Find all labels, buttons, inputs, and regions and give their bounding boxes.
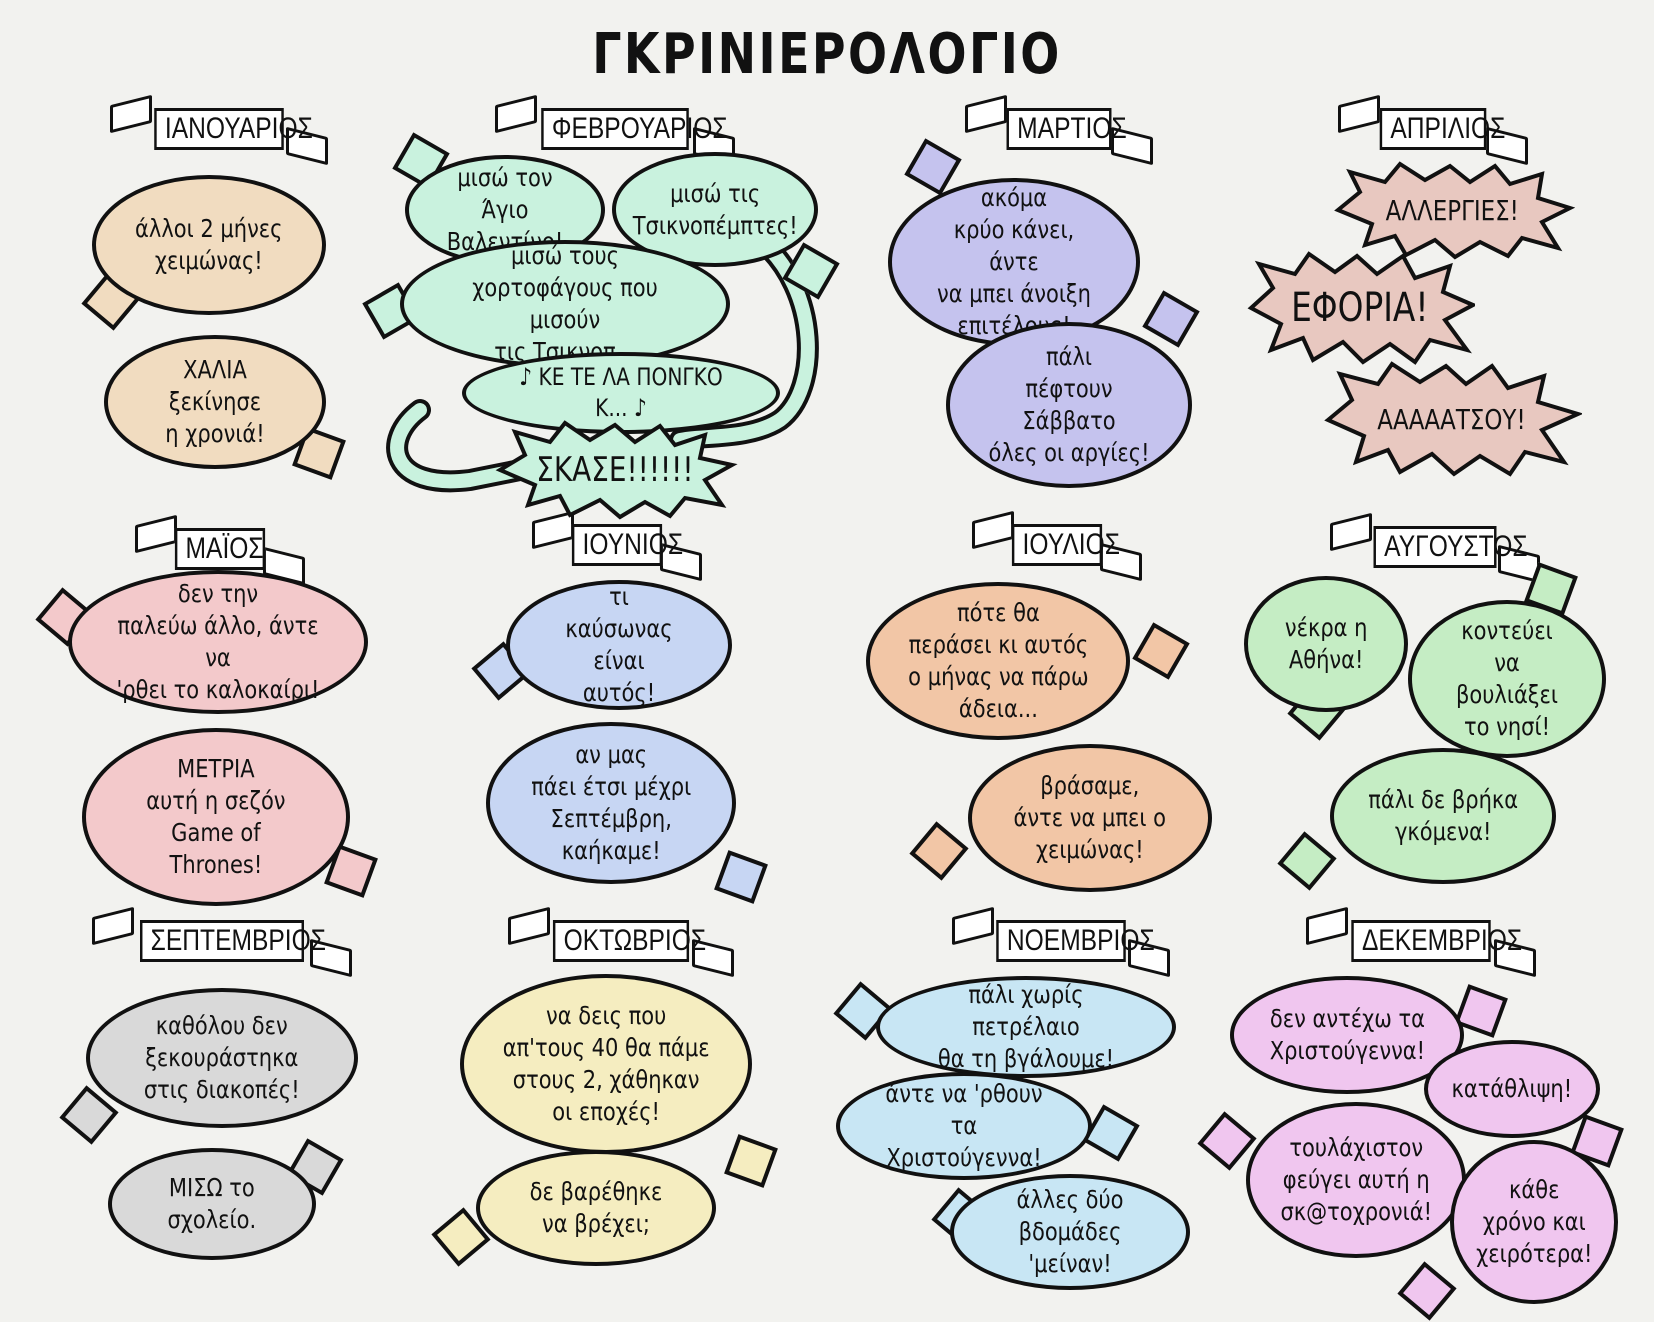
speech-tail [1197, 1111, 1257, 1171]
bubble-text: ΧΑΛΙΑ ξεκίνησε η χρονιά! [165, 355, 265, 448]
month-label: ΦΕΒΡΟΥΑΡΙΟΣ [541, 108, 728, 150]
speech-bubble: τι καύσωνας είναι αυτός! [506, 580, 732, 710]
speech-bubble: δεν την παλεύω άλλο, άντε να 'ρθει το κα… [68, 570, 368, 714]
bubble-text: μισώ τις Τσικνοπέμπτες! [632, 178, 798, 240]
speech-tail [1397, 1261, 1457, 1321]
bubble-text: ακόμα κρύο κάνει, άντε να μπει άνοιξη επ… [937, 183, 1091, 340]
month-banner-october: ΟΚΤΩΒΡΙΟΣ [508, 906, 734, 978]
speech-bubble: μισώ τους χορτοφάγους που μισούν τις Τσι… [400, 240, 730, 368]
bubble-text: άντε να 'ρθουν τα Χριστούγεννα! [885, 1079, 1043, 1172]
month-label: ΑΥΓΟΥΣΤΟΣ [1373, 526, 1528, 568]
month-banner-september: ΣΕΠΤΕΜΒΡΙΟΣ [92, 906, 352, 978]
bubble-text: κοντεύει να βουλιάξει το νησί! [1456, 616, 1558, 741]
speech-bubble: άλλοι 2 μήνες χειμώνας! [92, 175, 326, 315]
month-banner-december: ΔΕΚΕΜΒΡΙΟΣ [1306, 906, 1536, 978]
speech-bubble: νέκρα η Αθήνα! [1244, 576, 1408, 712]
speech-bubble: ΧΑΛΙΑ ξεκίνησε η χρονιά! [104, 335, 326, 469]
page-title: ΓΚΡΙΝΙΕΡΟΛΟΓΙΟ [592, 22, 1062, 87]
month-label: ΙΑΝΟΥΑΡΙΟΣ [154, 108, 313, 150]
bubble-text: αν μας πάει έτσι μέχρι Σεπτέμβρη, καήκαμ… [531, 740, 691, 865]
connector-tube [386, 230, 819, 493]
bubble-text: να δεις που απ'τους 40 θα πάμε στους 2, … [502, 1001, 710, 1126]
bubble-text: κάθε χρόνο και χειρότερα! [1475, 1175, 1593, 1268]
bubble-text: άλλοι 2 μήνες χειμώνας! [135, 214, 283, 275]
bubble-text: πάλι πέφτουν Σάββατο όλες οι αργίες! [988, 342, 1150, 467]
speech-tail [1142, 290, 1200, 348]
month-banner-may: ΜΑΪΟΣ [135, 514, 305, 586]
burst-text: ΕΦΟΡΙΑ! [1291, 284, 1429, 331]
speech-bubble: άντε να 'ρθουν τα Χριστούγεννα! [836, 1072, 1092, 1180]
month-banner-august: ΑΥΓΟΥΣΤΟΣ [1330, 512, 1540, 584]
speech-tail [909, 821, 969, 881]
month-label: ΟΚΤΩΒΡΙΟΣ [552, 920, 706, 962]
month-banner-march: ΜΑΡΤΙΟΣ [965, 94, 1153, 166]
month-label: ΣΕΠΤΕΜΒΡΙΟΣ [140, 920, 326, 962]
month-label: ΜΑΪΟΣ [174, 528, 266, 570]
bubble-text: μισώ τους χορτοφάγους που μισούν τις Τσι… [472, 241, 658, 366]
speech-bubble: καθόλου δεν ξεκουράστηκα στις διακοπές! [86, 988, 358, 1128]
speech-bubble: ΜΙΣΩ το σχολείο. [108, 1148, 316, 1260]
month-banner-june: ΙΟΥΝΙΟΣ [532, 510, 702, 582]
speech-bubble: δεν αντέχω τα Χριστούγεννα! [1230, 976, 1464, 1094]
bubble-text: καθόλου δεν ξεκουράστηκα στις διακοπές! [144, 1011, 300, 1104]
speech-bubble: αν μας πάει έτσι μέχρι Σεπτέμβρη, καήκαμ… [486, 722, 736, 884]
speech-tail [1132, 622, 1190, 680]
speech-bubble: πάλι χωρίς πετρέλαιο θα τη βγάλουμε! [876, 976, 1176, 1078]
month-banner-february: ΦΕΒΡΟΥΑΡΙΟΣ [495, 94, 735, 166]
shout-burst: ΣΚΑΣΕ!!!!!! [490, 420, 740, 520]
month-label: ΝΟΕΜΒΡΙΟΣ [996, 920, 1155, 962]
bubble-text: ♪ ΚΕ ΤΕ ΛΑ ΠΟΝΓΚΟ Κ... ♪ [519, 363, 723, 422]
speech-tail [714, 850, 768, 904]
month-banner-april: ΑΠΡΙΛΙΟΣ [1338, 94, 1528, 166]
month-banner-january: ΙΑΝΟΥΑΡΙΟΣ [110, 94, 328, 166]
speech-bubble: κάθε χρόνο και χειρότερα! [1450, 1140, 1618, 1304]
speech-bubble: μισώ τον Άγιο Βαλεντίνο! [405, 155, 605, 265]
bubble-text: δεν την παλεύω άλλο, άντε να 'ρθει το κα… [116, 579, 320, 704]
speech-bubble: κοντεύει να βουλιάξει το νησί! [1408, 600, 1606, 758]
speech-bubble: να δεις που απ'τους 40 θα πάμε στους 2, … [460, 974, 752, 1154]
bubble-text: ΜΕΤΡΙΑ αυτή η σεζόν Game of Thrones! [146, 754, 286, 879]
bubble-text: δεν αντέχω τα Χριστούγεννα! [1269, 1004, 1425, 1065]
bubble-text: κατάθλιψη! [1451, 1074, 1573, 1103]
speech-bubble: βράσαμε, άντε να μπει ο χειμώνας! [968, 744, 1212, 892]
bubble-text: πάλι δε βρήκα γκόμενα! [1368, 785, 1518, 846]
speech-bubble: άλλες δύο βδομάδες 'μείναν! [950, 1174, 1190, 1290]
speech-bubble: τουλάχιστον φεύγει αυτή η σκ@τοχρονιά! [1246, 1102, 1466, 1258]
burst-text: ΑΛΛΕΡΓΙΕΣ! [1385, 193, 1520, 227]
month-label: ΙΟΥΛΙΟΣ [1011, 524, 1120, 566]
burst-text: ΣΚΑΣΕ!!!!!! [536, 450, 694, 490]
bubble-text: άλλες δύο βδομάδες 'μείναν! [1016, 1185, 1124, 1278]
bubble-text: νέκρα η Αθήνα! [1284, 613, 1368, 674]
speech-bubble: πότε θα περάσει κι αυτός ο μήνας να πάρω… [866, 582, 1130, 740]
shout-burst: ΑΑΑΑΑΤΣΟΥ! [1320, 360, 1582, 478]
shout-burst: ΕΦΟΡΙΑ! [1245, 250, 1475, 365]
speech-bubble: κατάθλιψη! [1424, 1040, 1600, 1138]
bubble-text: βράσαμε, άντε να μπει ο χειμώνας! [1013, 771, 1167, 864]
bubble-text: τουλάχιστον φεύγει αυτή η σκ@τοχρονιά! [1280, 1133, 1432, 1226]
bubble-text: πάλι χωρίς πετρέλαιο θα τη βγάλουμε! [937, 980, 1115, 1073]
month-label: ΔΕΚΕΜΒΡΙΟΣ [1351, 920, 1522, 962]
speech-tail [724, 1134, 778, 1188]
speech-bubble: ΜΕΤΡΙΑ αυτή η σεζόν Game of Thrones! [82, 728, 350, 906]
month-banner-july: ΙΟΥΛΙΟΣ [972, 510, 1142, 582]
burst-text: ΑΑΑΑΑΤΣΟΥ! [1376, 402, 1526, 436]
shout-burst: ΑΛΛΕΡΓΙΕΣ! [1330, 160, 1575, 260]
month-banner-november: ΝΟΕΜΒΡΙΟΣ [952, 906, 1170, 978]
month-label: ΑΠΡΙΛΙΟΣ [1379, 108, 1505, 150]
bubble-text: δε βαρέθηκε να βρέχει; [529, 1177, 663, 1238]
speech-bubble: ακόμα κρύο κάνει, άντε να μπει άνοιξη επ… [888, 178, 1140, 346]
speech-bubble: δε βαρέθηκε να βρέχει; [476, 1150, 716, 1266]
bubble-text: πότε θα περάσει κι αυτός ο μήνας να πάρω… [907, 598, 1089, 723]
month-label: ΙΟΥΝΙΟΣ [571, 524, 683, 566]
speech-bubble: πάλι πέφτουν Σάββατο όλες οι αργίες! [946, 322, 1192, 488]
speech-tail [1277, 831, 1337, 891]
speech-bubble: πάλι δε βρήκα γκόμενα! [1330, 748, 1556, 884]
bubble-text: τι καύσωνας είναι αυτός! [565, 582, 673, 707]
month-label: ΜΑΡΤΙΟΣ [1006, 108, 1127, 150]
bubble-text: ΜΙΣΩ το σχολείο. [167, 1173, 257, 1234]
